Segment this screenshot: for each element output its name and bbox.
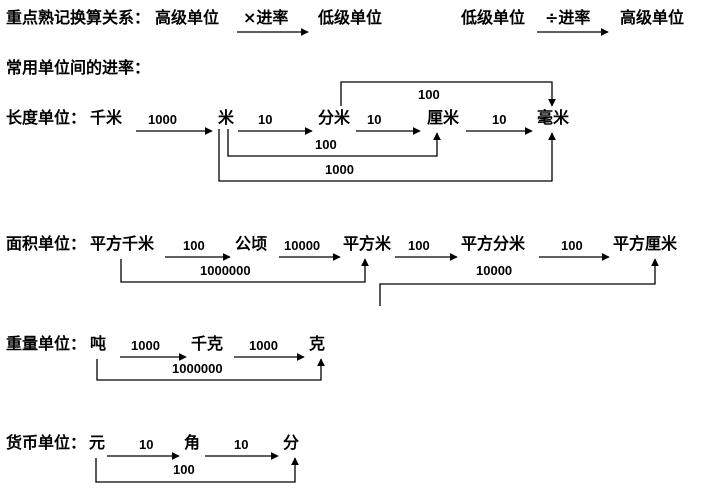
rate-jiao-fen: 10 <box>234 437 249 452</box>
rate-m-mm: 1000 <box>325 162 354 177</box>
rule1-from: 高级单位 <box>155 8 220 27</box>
unit-dm2: 平方分米 <box>461 234 526 253</box>
rate-m2-cm2: 10000 <box>476 263 513 278</box>
rate-m-cm: 100 <box>315 137 337 152</box>
connector-m-mm <box>218 129 556 182</box>
rate-m-dm: 10 <box>258 112 273 127</box>
unit-m2: 平方米 <box>343 234 392 253</box>
rate-cm-mm: 10 <box>492 112 507 127</box>
length-label: 长度单位： <box>6 108 87 127</box>
common-rates-title: 常用单位间的进率： <box>6 58 151 77</box>
rate-kg-g: 1000 <box>249 338 278 353</box>
rate-dm2-cm2: 100 <box>561 238 583 253</box>
unit-ha: 公顷 <box>235 234 268 253</box>
connector-yuan-fen <box>95 457 299 483</box>
rate-dm-cm: 10 <box>367 112 382 127</box>
unit-ton: 吨 <box>90 334 107 353</box>
rule2-op: ÷进率 <box>545 8 591 27</box>
unit-km: 千米 <box>90 108 123 127</box>
unit-cm: 厘米 <box>427 108 460 127</box>
connector-m2-cm2 <box>379 258 659 306</box>
rate-t-kg: 1000 <box>131 338 160 353</box>
unit-g: 克 <box>309 334 326 353</box>
rate-m2-dm2: 100 <box>408 238 430 253</box>
currency-label: 货币单位： <box>6 433 87 452</box>
unit-fen: 分 <box>283 433 300 452</box>
connector-km2-m2 <box>120 258 369 283</box>
connector-m-cm <box>227 129 441 157</box>
unit-m: 米 <box>218 108 235 127</box>
rate-dm-mm: 100 <box>418 87 440 102</box>
rate-yuan-jiao: 10 <box>139 437 154 452</box>
unit-kg: 千克 <box>191 334 224 353</box>
unit-dm: 分米 <box>318 108 351 127</box>
rule1-to: 低级单位 <box>318 8 383 27</box>
rate-km2-ha: 100 <box>183 238 205 253</box>
rate-km-m: 1000 <box>148 112 177 127</box>
rate-ha-m2: 10000 <box>284 238 321 253</box>
unit-cm2: 平方厘米 <box>613 234 678 253</box>
area-label: 面积单位： <box>6 234 87 253</box>
unit-yuan: 元 <box>89 433 106 452</box>
connector-t-g <box>96 358 325 381</box>
rate-t-g: 1000000 <box>172 361 223 376</box>
rule2-to: 高级单位 <box>620 8 685 27</box>
weight-label: 重量单位： <box>6 334 87 353</box>
rate-km2-m2: 1000000 <box>200 263 251 278</box>
rule1-op: ×进率 <box>243 8 289 27</box>
unit-jiao: 角 <box>184 433 201 452</box>
unit-km2: 平方千米 <box>90 234 155 253</box>
unit-mm: 毫米 <box>537 108 570 127</box>
rules-prefix: 重点熟记换算关系： <box>6 8 151 27</box>
rule2-from: 低级单位 <box>461 8 526 27</box>
rate-yuan-fen: 100 <box>173 462 195 477</box>
connector-dm-mm <box>340 81 556 107</box>
